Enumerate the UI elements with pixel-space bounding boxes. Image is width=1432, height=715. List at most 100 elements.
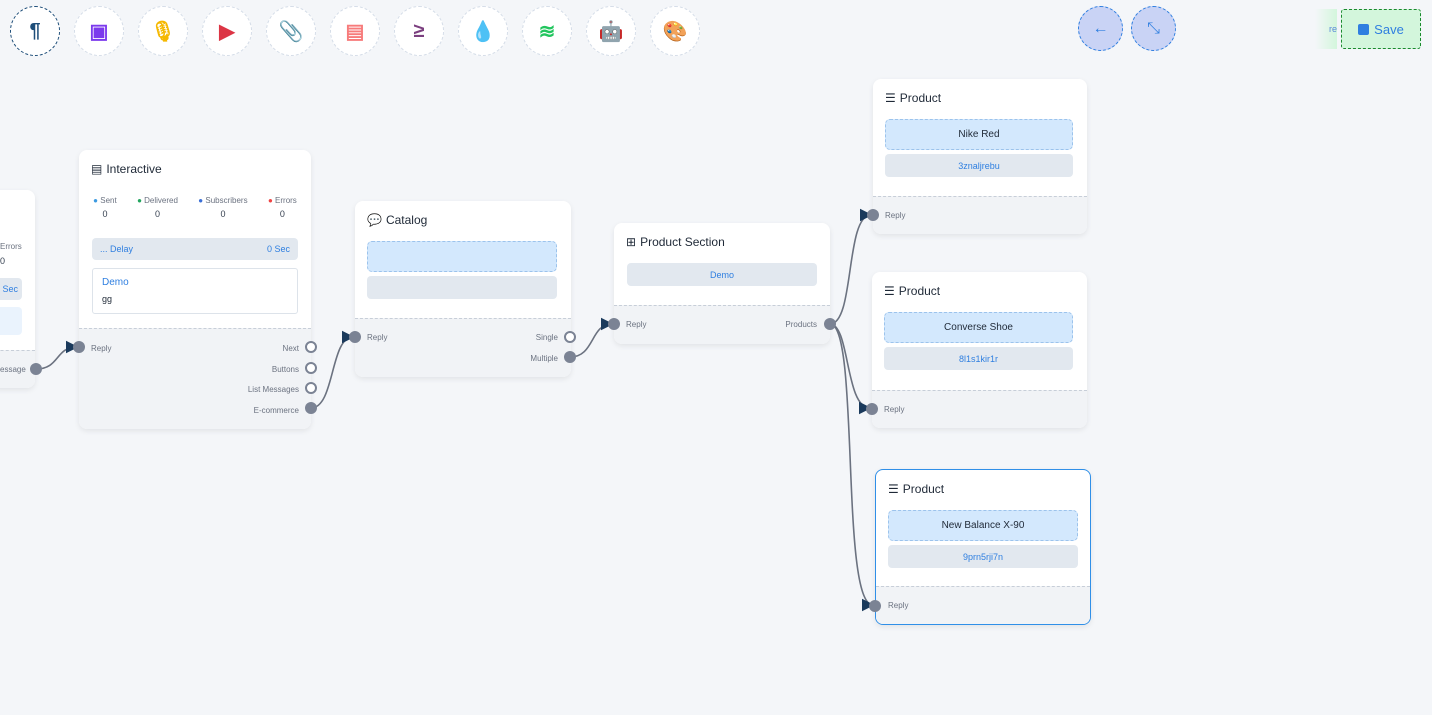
ghost-button: re bbox=[1315, 9, 1337, 49]
reply-label: Reply bbox=[367, 333, 388, 342]
delivered-icon: ● bbox=[137, 196, 142, 205]
errors-icon: ● bbox=[267, 196, 273, 205]
tool-button-palette[interactable]: 🎨 bbox=[650, 6, 700, 56]
node-title: Product bbox=[898, 284, 941, 298]
output-port-list-messages[interactable] bbox=[305, 382, 317, 394]
output-port-products[interactable] bbox=[824, 318, 836, 330]
delay-label: ... Delay bbox=[100, 244, 134, 254]
stat-errors: ● Errors 0 bbox=[268, 196, 297, 219]
input-port[interactable] bbox=[866, 403, 878, 415]
greater-equal-icon: ≥ bbox=[413, 19, 425, 42]
tool-button-paperclip[interactable]: 📎 bbox=[266, 6, 316, 56]
output-port[interactable] bbox=[30, 363, 42, 375]
message-card bbox=[0, 307, 22, 335]
edge[interactable] bbox=[569, 317, 614, 358]
product-id: 3znaljrebu bbox=[885, 154, 1073, 177]
save-icon bbox=[1358, 23, 1370, 35]
product-node[interactable]: ☰Product New Balance X-90 9prn5rji7n Rep… bbox=[875, 469, 1091, 625]
input-port[interactable] bbox=[73, 341, 85, 353]
input-port[interactable] bbox=[608, 318, 620, 330]
edge[interactable] bbox=[829, 323, 872, 415]
input-port[interactable] bbox=[869, 600, 881, 612]
reply-label: Reply bbox=[885, 211, 906, 220]
sent-icon: ● bbox=[93, 196, 99, 205]
product-name[interactable]: Nike Red bbox=[885, 119, 1073, 150]
catalog-id bbox=[367, 276, 557, 299]
palette-icon: 🎨 bbox=[662, 20, 688, 43]
port-label: essage bbox=[0, 365, 26, 374]
product-node[interactable]: ☰Product Nike Red 3znaljrebu Reply bbox=[873, 79, 1087, 234]
save-button[interactable]: Save bbox=[1341, 9, 1421, 49]
product-name[interactable]: Converse Shoe bbox=[884, 312, 1073, 343]
node-title: Product bbox=[899, 91, 942, 105]
product-section-node[interactable]: ⊞Product Section Demo Reply Products bbox=[614, 223, 830, 344]
delay-value: 0 Sec bbox=[266, 244, 290, 254]
tool-button-stack-overflow[interactable]: ≋ bbox=[522, 6, 572, 56]
message-card[interactable]: Demo gg bbox=[92, 268, 298, 314]
product-node[interactable]: ☰Product Converse Shoe 8l1s1kir1r Reply bbox=[872, 272, 1087, 428]
stat-label: Sent bbox=[100, 196, 117, 205]
node-title: Product bbox=[902, 482, 945, 496]
input-port[interactable] bbox=[349, 331, 361, 343]
tool-button-paragraph[interactable]: ¶ bbox=[10, 6, 60, 56]
tool-button-greater-equal[interactable]: ≥ bbox=[394, 6, 444, 56]
stat-label: Subscribers bbox=[205, 196, 248, 205]
edge[interactable] bbox=[35, 340, 79, 370]
output-port-next[interactable] bbox=[305, 341, 317, 353]
newspaper-icon: ▤ bbox=[91, 162, 103, 176]
stat-value: 0 bbox=[154, 209, 160, 219]
back-button[interactable]: ← bbox=[1078, 6, 1123, 51]
partial-node[interactable]: Errors 0 Sec essage bbox=[0, 190, 35, 388]
delay-sec: Sec bbox=[0, 278, 22, 300]
stat-sent: ● Sent 0 bbox=[93, 196, 117, 219]
tool-button-image[interactable]: ▣ bbox=[74, 6, 124, 56]
reply-label: Reply bbox=[91, 344, 112, 353]
droplet-icon: 💧 bbox=[470, 20, 496, 43]
output-label-e-commerce: E-commerce bbox=[253, 406, 299, 415]
stat-value: 0 bbox=[102, 209, 108, 219]
reply-label: Reply bbox=[884, 405, 905, 414]
catalog-node[interactable]: 💬Catalog Reply Single Multiple bbox=[355, 201, 571, 377]
edge[interactable] bbox=[829, 208, 873, 325]
output-port-e-commerce[interactable] bbox=[305, 402, 317, 414]
edge[interactable] bbox=[829, 323, 875, 612]
table-icon: ⊞ bbox=[626, 235, 637, 249]
card-title: Demo bbox=[102, 277, 129, 288]
paperclip-icon: 📎 bbox=[278, 20, 304, 43]
fit-view-button[interactable]: ⤡ bbox=[1131, 6, 1176, 51]
bars-icon: ☰ bbox=[885, 91, 896, 105]
bars-icon: ☰ bbox=[884, 284, 895, 298]
tool-button-microphone[interactable]: 🎙 bbox=[138, 6, 188, 56]
bars-icon: ☰ bbox=[888, 482, 899, 496]
product-id: 9prn5rji7n bbox=[888, 545, 1078, 568]
stat-value: 0 bbox=[279, 209, 285, 219]
tool-button-newspaper[interactable]: ▤ bbox=[330, 6, 380, 56]
tool-button-droplet[interactable]: 💧 bbox=[458, 6, 508, 56]
tool-button-youtube[interactable]: ▶ bbox=[202, 6, 252, 56]
comment-icon: 💬 bbox=[367, 213, 382, 227]
paragraph-icon: ¶ bbox=[29, 19, 41, 42]
product-name[interactable]: New Balance X-90 bbox=[888, 510, 1078, 541]
input-port[interactable] bbox=[867, 209, 879, 221]
stat-label: Errors bbox=[275, 196, 297, 205]
stack-overflow-icon: ≋ bbox=[538, 20, 556, 43]
node-title: Catalog bbox=[385, 213, 428, 227]
node-title: Interactive bbox=[106, 162, 162, 176]
tool-button-robot[interactable]: 🤖 bbox=[586, 6, 636, 56]
section-item[interactable]: Demo bbox=[627, 263, 817, 286]
robot-icon: 🤖 bbox=[598, 20, 624, 43]
edge[interactable] bbox=[310, 330, 355, 409]
youtube-icon: ▶ bbox=[219, 20, 235, 43]
errors-label: Errors bbox=[0, 242, 22, 251]
catalog-item[interactable] bbox=[367, 241, 557, 272]
card-body: gg bbox=[102, 294, 113, 304]
arrow-left-icon: ← bbox=[1092, 19, 1109, 37]
output-port-multiple[interactable] bbox=[564, 351, 576, 363]
node-title: Product Section bbox=[640, 235, 725, 249]
product-id: 8l1s1kir1r bbox=[884, 347, 1073, 370]
output-port-single[interactable] bbox=[564, 331, 576, 343]
output-label-products: Products bbox=[785, 320, 817, 329]
output-label-single: Single bbox=[535, 333, 558, 342]
output-port-buttons[interactable] bbox=[305, 362, 317, 374]
